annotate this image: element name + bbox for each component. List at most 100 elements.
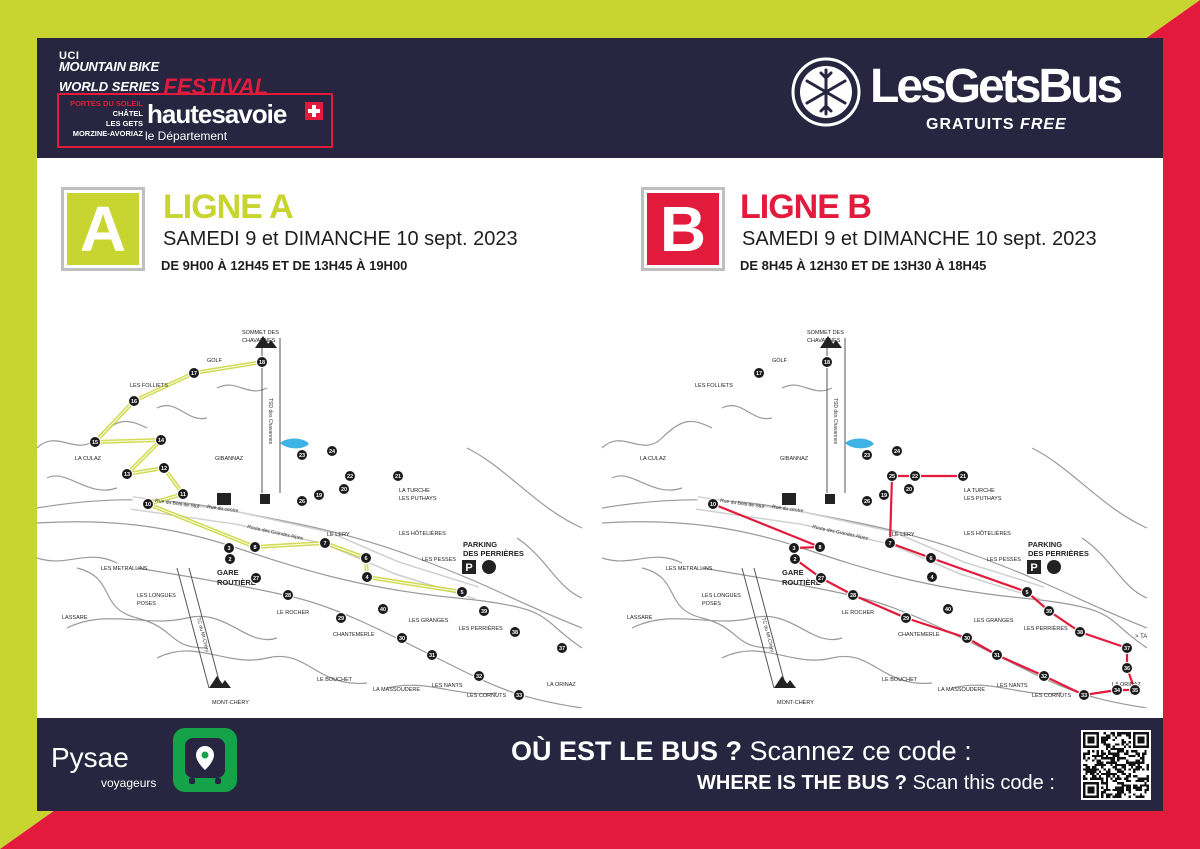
stop-19: [878, 489, 890, 501]
morzine-avoriaz: MORZINE-AVORIAZ: [72, 129, 143, 138]
qr-module: [1101, 750, 1104, 753]
qr-module: [1119, 747, 1122, 751]
stop-number-12: 12: [161, 466, 167, 472]
qr-module: [1121, 772, 1124, 776]
qr-module: [1139, 788, 1143, 792]
stop-4: [361, 571, 373, 583]
qr-module: [1119, 757, 1122, 760]
qr-module: [1114, 772, 1118, 776]
qr-module: [1128, 761, 1131, 764]
qr-module: [1119, 788, 1122, 792]
qr-module: [1108, 757, 1111, 760]
place-label-nants: LES NANTS: [997, 683, 1028, 689]
qr-module: [1101, 772, 1104, 776]
stop-number-19: 19: [316, 493, 322, 499]
qr-module: [1128, 795, 1131, 798]
stop-18: [821, 356, 833, 368]
place-label-chantemerle: CHANTEMERLE: [898, 632, 940, 638]
qr-module: [1092, 777, 1095, 780]
stop-number-4: 4: [930, 575, 934, 581]
qr-module: [1112, 754, 1115, 758]
place-label-rocher: LE ROCHER: [277, 610, 309, 616]
place-label-leery: LE LERY: [327, 532, 350, 538]
place-label-turche2: LES PUTHAYS: [964, 496, 1002, 502]
qr-module: [1108, 752, 1111, 755]
qr-module: [1092, 759, 1095, 762]
qr-finder-core: [1137, 736, 1145, 744]
stop-29: [335, 612, 347, 624]
road-label: Rue du centre: [207, 504, 239, 514]
qr-module: [1105, 777, 1109, 780]
qr-code[interactable]: [1081, 730, 1151, 800]
qr-module: [1108, 795, 1111, 798]
uci-label: UCI: [59, 50, 80, 62]
qr-module: [1101, 741, 1104, 744]
bus-icon: [1047, 560, 1061, 574]
qr-module: [1146, 768, 1149, 771]
qr-module: [1101, 738, 1104, 742]
stop-26: [861, 495, 873, 507]
stop-number-15: 15: [92, 440, 98, 446]
qr-module: [1085, 777, 1088, 780]
stop-number-28: 28: [285, 593, 291, 599]
place-label-turche1: LA TURCHE: [964, 488, 995, 494]
qr-module: [1096, 759, 1099, 762]
bus-route-inner-0: [93, 361, 263, 505]
qr-module: [1133, 786, 1136, 789]
qr-module: [1087, 770, 1090, 773]
stop-number-18: 18: [824, 360, 830, 366]
qr-module: [1139, 779, 1143, 783]
qr-module: [1133, 763, 1136, 767]
stop-number-29: 29: [338, 616, 344, 622]
qr-module: [1121, 763, 1124, 767]
place-label-metrallins: LES METRALLINS: [666, 566, 713, 572]
qr-module: [1123, 763, 1127, 767]
qr-module: [1087, 752, 1090, 755]
stop-32: [1038, 670, 1050, 682]
stop-number-6: 6: [929, 556, 932, 562]
qr-module: [1142, 779, 1145, 783]
place-label-perrieres: LES PERRIÈRES: [459, 625, 503, 632]
stop-number-36: 36: [1124, 666, 1130, 672]
qr-module: [1101, 763, 1104, 767]
qr-module: [1089, 772, 1093, 776]
stop-12: [158, 462, 170, 474]
qr-module: [1139, 786, 1143, 789]
qr-module: [1123, 793, 1127, 796]
stop-number-37: 37: [559, 646, 565, 652]
qr-module: [1119, 795, 1122, 798]
qr-module: [1121, 741, 1124, 744]
qr-module: [1144, 777, 1147, 780]
bus-subtitle: GRATUITS FREE: [926, 116, 1067, 134]
qr-module: [1142, 795, 1145, 798]
qr-module: [1130, 763, 1134, 767]
stop-6: [925, 552, 937, 564]
qr-module: [1098, 761, 1102, 764]
qr-module: [1108, 788, 1111, 792]
qr-module: [1112, 779, 1115, 783]
background-road: [602, 556, 683, 564]
qr-module: [1121, 786, 1124, 789]
stop-14: [155, 434, 167, 446]
haute-savoie-box: PORTES DU SOLEIL CHÂTEL LES GETS MORZINE…: [57, 93, 333, 148]
free-fr: GRATUITS: [926, 116, 1015, 133]
qr-module: [1114, 754, 1118, 758]
stop-30: [396, 632, 408, 644]
pysae-app-icon[interactable]: [173, 728, 237, 792]
qr-module: [1083, 763, 1086, 767]
stop-number-8: 8: [253, 545, 256, 551]
parking-icon: [462, 560, 476, 574]
stop-39: [478, 605, 490, 617]
qr-module: [1121, 738, 1124, 742]
qr-module: [1135, 795, 1138, 798]
stop-16: [128, 395, 140, 407]
qr-module: [1087, 757, 1090, 760]
qr-module: [1128, 754, 1131, 758]
qr-module: [1117, 752, 1120, 755]
les-gets: LES GETS: [105, 119, 143, 128]
qr-module: [1137, 777, 1140, 780]
qr-module: [1105, 757, 1109, 760]
qr-module: [1117, 782, 1120, 785]
place-label-montchery: MONT-CHÉRY: [212, 699, 249, 706]
